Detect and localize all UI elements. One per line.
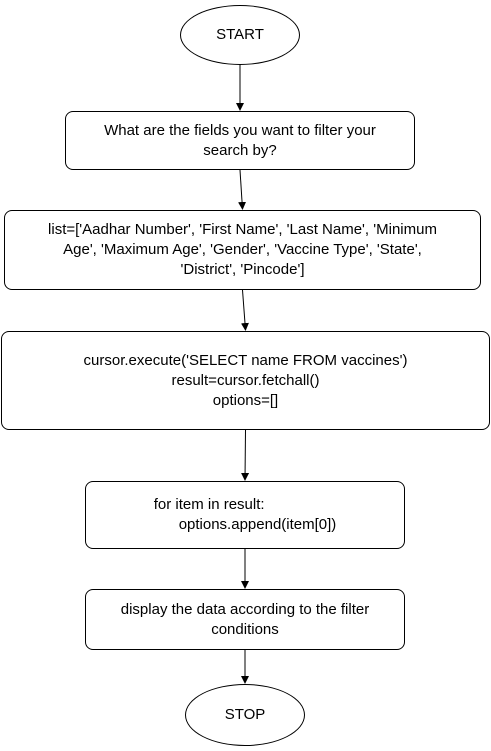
loop-label: for item in result: options.append(item[… [153,496,337,533]
query-node: cursor.execute('SELECT name FROM vaccine… [1,331,490,430]
stop-label: STOP [224,706,266,723]
arrow-query-to-loop [241,429,250,481]
list-label: list=['Aadhar Number', 'First Name', 'La… [48,221,437,278]
start-label: START [216,26,264,43]
list-node: list=['Aadhar Number', 'First Name', 'La… [4,210,481,290]
arrow-question-to-list [238,169,247,210]
question-label: What are the fields you want to filter y… [104,121,376,159]
arrow-list-to-query [240,289,249,331]
stop-node: STOP [185,684,305,746]
display-label: display the data according to the filter… [120,600,370,638]
display-node: display the data according to the filter… [85,589,405,650]
query-label: cursor.execute('SELECT name FROM vaccine… [83,351,408,409]
start-node: START [180,5,300,65]
question-node: What are the fields you want to filter y… [65,111,415,170]
loop-node: for item in result: options.append(item[… [85,481,405,549]
